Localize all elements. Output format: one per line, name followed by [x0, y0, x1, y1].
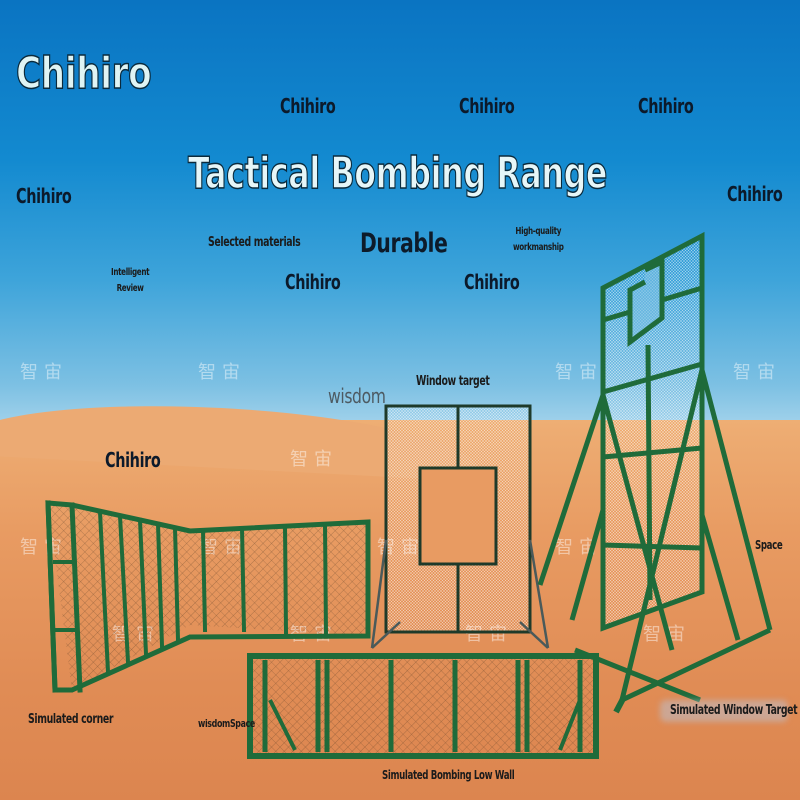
feature-intelligent-review: Intelligent Review — [111, 265, 150, 297]
brand-watermark: Chihiro — [16, 184, 72, 208]
window-target-frame — [370, 404, 550, 649]
brand-watermark: Chihiro — [105, 448, 161, 472]
cn-watermark: 智宙 — [198, 362, 246, 383]
feature-durable: Durable — [360, 228, 448, 259]
page-title: Tactical Bombing Range — [187, 147, 608, 200]
feature-workmanship: High-quality workmanship — [513, 224, 564, 256]
label-simulated-window-target: Simulated Window Target — [670, 703, 798, 718]
label-simulated-corner: Simulated corner — [28, 712, 114, 727]
feature-workmanship-line1: High-quality — [515, 226, 562, 237]
brand-watermark: Chihiro — [727, 182, 783, 206]
brand-watermark: Chihiro — [459, 94, 515, 118]
feature-review-line2: Review — [116, 283, 144, 294]
space-watermark: Space — [755, 538, 783, 552]
cn-watermark: 智宙 — [643, 624, 691, 645]
label-simulated-bombing-low-wall: Simulated Bombing Low Wall — [382, 768, 515, 782]
simulated-corner-frame — [45, 500, 371, 693]
cn-watermark: 智宙 — [290, 449, 338, 470]
cn-watermark: 智宙 — [20, 362, 68, 383]
brand-watermark: Chihiro — [280, 94, 336, 118]
simulated-window-target-frame — [537, 231, 773, 714]
feature-selected-materials: Selected materials — [208, 235, 301, 250]
feature-workmanship-line2: workmanship — [513, 242, 564, 253]
brand-watermark: Chihiro — [638, 94, 694, 118]
wisdom-watermark: wisdom — [328, 384, 386, 408]
cn-watermark: 智宙 — [555, 537, 603, 558]
feature-review-line1: Intelligent — [111, 267, 150, 278]
brand-logo: Chihiro — [15, 47, 152, 100]
cn-watermark: 智宙 — [555, 362, 603, 383]
wisdom-space-watermark: wisdomSpace — [198, 717, 255, 730]
label-window-target: Window target — [416, 374, 490, 389]
label-backdrop — [660, 700, 788, 722]
simulated-bombing-low-wall-frame — [247, 653, 599, 759]
cn-watermark: 智宙 — [733, 362, 781, 383]
brand-watermark: Chihiro — [285, 270, 341, 294]
brand-watermark: Chihiro — [464, 270, 520, 294]
